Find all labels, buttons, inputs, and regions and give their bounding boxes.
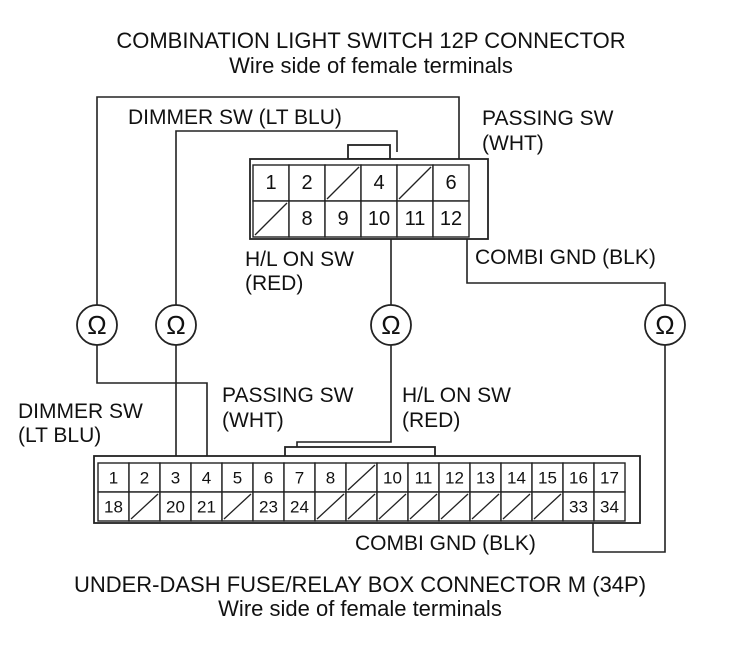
bottom-connector-empty-cavity xyxy=(502,493,531,520)
bottom-connector-empty-cavity xyxy=(347,493,376,520)
wire-passing xyxy=(96,96,460,456)
top-connector-empty-cavity xyxy=(254,202,288,236)
top-connector-cavity xyxy=(432,200,470,238)
bottom-connector-pin-number: 13 xyxy=(476,469,495,488)
ohmmeters: Ω Ω Ω Ω xyxy=(76,304,686,346)
bottom-connector-empty-cavity xyxy=(223,493,252,520)
bottom-connector-pin-number: 24 xyxy=(290,498,309,517)
bottom-connector-pin-number: 16 xyxy=(569,469,588,488)
bottom-connector-cavity xyxy=(593,462,626,493)
label-dimmer-top: DIMMER SW (LT BLU) xyxy=(128,106,342,129)
wires xyxy=(96,96,666,553)
top-connector-pin-number: 12 xyxy=(440,208,462,230)
top-connector-title: COMBINATION LIGHT SWITCH 12P CONNECTOR xyxy=(116,28,625,53)
ohmmeter-icon: Ω xyxy=(76,304,118,346)
bottom-connector-pin-number: 2 xyxy=(140,469,149,488)
bottom-connector-cavity xyxy=(562,491,595,522)
wire-labels: DIMMER SW (LT BLU) PASSING SW (WHT) H/L … xyxy=(18,106,656,555)
bottom-connector-pin-number: 17 xyxy=(600,469,619,488)
label-combi-top: COMBI GND (BLK) xyxy=(475,246,656,269)
bottom-connector-pin-number: 4 xyxy=(202,469,211,488)
bottom-connector-pin-number: 34 xyxy=(600,498,619,517)
bottom-connector-pin-number: 21 xyxy=(197,498,216,517)
label-dimmer-bottom-1: DIMMER SW xyxy=(18,400,143,423)
bottom-connector-empty-cavity xyxy=(409,493,438,520)
bottom-connector-cavity xyxy=(376,462,409,493)
bottom-connector-pin-number: 10 xyxy=(383,469,402,488)
top-connector-cavity xyxy=(288,200,326,238)
bottom-connector-pin-number: 18 xyxy=(104,498,123,517)
svg-text:Ω: Ω xyxy=(166,310,185,340)
top-connector-latch xyxy=(347,144,391,160)
top-connector-empty-cavity xyxy=(398,166,432,200)
top-connector-pin-number: 11 xyxy=(405,208,426,230)
top-connector-pin-number: 2 xyxy=(301,172,312,194)
bottom-connector-empty-cavity xyxy=(347,464,376,491)
top-connector-pin-number: 10 xyxy=(368,208,390,230)
top-connector-pin-number: 1 xyxy=(265,172,276,194)
bottom-connector-pin-number: 15 xyxy=(538,469,557,488)
bottom-connector-subtitle: Wire side of female terminals xyxy=(218,596,502,621)
bottom-connector-empty-cavity xyxy=(378,493,407,520)
bottom-connector-pin-number: 20 xyxy=(166,498,185,517)
svg-text:Ω: Ω xyxy=(655,310,674,340)
label-hl-bottom-1: H/L ON SW xyxy=(402,384,511,407)
bottom-connector-cavity xyxy=(97,491,130,522)
top-connector-pin-number: 9 xyxy=(337,208,348,230)
bottom-connector-pin-number: 3 xyxy=(171,469,180,488)
top-connector-cavity xyxy=(360,200,398,238)
ohmmeter-icon: Ω xyxy=(644,304,686,346)
bottom-connector-pin-number: 33 xyxy=(569,498,588,517)
bottom-connector-empty-cavity xyxy=(130,493,159,520)
label-passing-top-1: PASSING SW xyxy=(482,107,614,130)
ohmmeter-icon: Ω xyxy=(370,304,412,346)
top-connector-cavity xyxy=(396,200,434,238)
bottom-connector-pin-number: 1 xyxy=(109,469,118,488)
label-hl-top-1: H/L ON SW xyxy=(245,248,354,271)
bottom-connector-empty-cavity xyxy=(316,493,345,520)
bottom-connector-empty-cavity xyxy=(440,493,469,520)
label-passing-bottom-1: PASSING SW xyxy=(222,384,354,407)
bottom-connector-cavity xyxy=(159,491,192,522)
bottom-connector-pin-number: 5 xyxy=(233,469,242,488)
top-connector-cavity xyxy=(432,164,470,202)
bottom-connector-empty-cavity xyxy=(471,493,500,520)
top-connector-pin-number: 6 xyxy=(445,172,456,194)
bottom-connector-cavity xyxy=(562,462,595,493)
label-dimmer-bottom-2: (LT BLU) xyxy=(18,424,101,447)
label-hl-top-2: (RED) xyxy=(245,272,303,295)
bottom-connector-pin-number: 14 xyxy=(507,469,526,488)
bottom-connector-cavity xyxy=(593,491,626,522)
svg-text:Ω: Ω xyxy=(381,310,400,340)
bottom-connector-cavity xyxy=(500,462,533,493)
label-hl-bottom-2: (RED) xyxy=(402,409,460,432)
top-connector-empty-cavity xyxy=(326,166,360,200)
top-connector-pin-number: 4 xyxy=(373,172,384,194)
bottom-connector-pin-number: 6 xyxy=(264,469,273,488)
label-passing-top-2: (WHT) xyxy=(482,132,544,155)
bottom-connector-pin-number: 11 xyxy=(415,469,433,488)
bottom-connector-pin-number: 7 xyxy=(295,469,304,488)
label-combi-bottom: COMBI GND (BLK) xyxy=(355,532,536,555)
wire-combi-gnd xyxy=(466,238,666,553)
top-connector-subtitle: Wire side of female terminals xyxy=(229,53,513,78)
wire-dimmer xyxy=(175,130,398,456)
top-connector-pin-number: 8 xyxy=(301,208,312,230)
bottom-connector-pin-number: 12 xyxy=(445,469,464,488)
ohmmeter-icon: Ω xyxy=(155,304,197,346)
bottom-connector-cavity xyxy=(97,462,130,493)
bottom-connector-pin-number: 8 xyxy=(326,469,335,488)
bottom-connector-cavity xyxy=(283,491,316,522)
bottom-connector-empty-cavity xyxy=(533,493,562,520)
bottom-connector-cavity xyxy=(469,462,502,493)
bottom-connector-pin-number: 23 xyxy=(259,498,278,517)
label-passing-bottom-2: (WHT) xyxy=(222,409,284,432)
svg-text:Ω: Ω xyxy=(87,310,106,340)
bottom-connector-title: UNDER-DASH FUSE/RELAY BOX CONNECTOR M (3… xyxy=(74,572,646,597)
